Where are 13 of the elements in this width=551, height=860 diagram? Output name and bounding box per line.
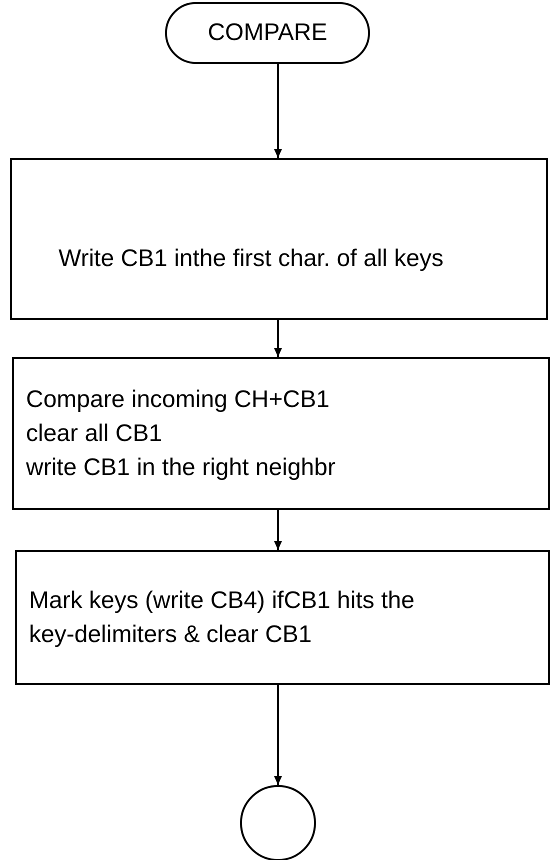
arrow xyxy=(274,64,282,158)
arrow xyxy=(274,510,282,550)
process-box xyxy=(10,158,548,320)
step-text: Write CB1 inthe first char. of all keys xyxy=(57,244,445,274)
step-text: COMPARE xyxy=(208,18,328,48)
step-text: write CB1 in the right neighbr xyxy=(26,452,336,482)
process-box xyxy=(15,550,550,685)
step-text: Compare incoming CH+CB1 xyxy=(26,384,330,414)
arrow xyxy=(274,685,282,785)
step-text: clear all CB1 xyxy=(26,418,164,448)
step-text: Mark keys (write CB4) ifCB1 hits the key-delimiters & clear CB1 xyxy=(29,586,416,650)
arrow xyxy=(274,320,282,357)
process-box xyxy=(12,357,550,510)
